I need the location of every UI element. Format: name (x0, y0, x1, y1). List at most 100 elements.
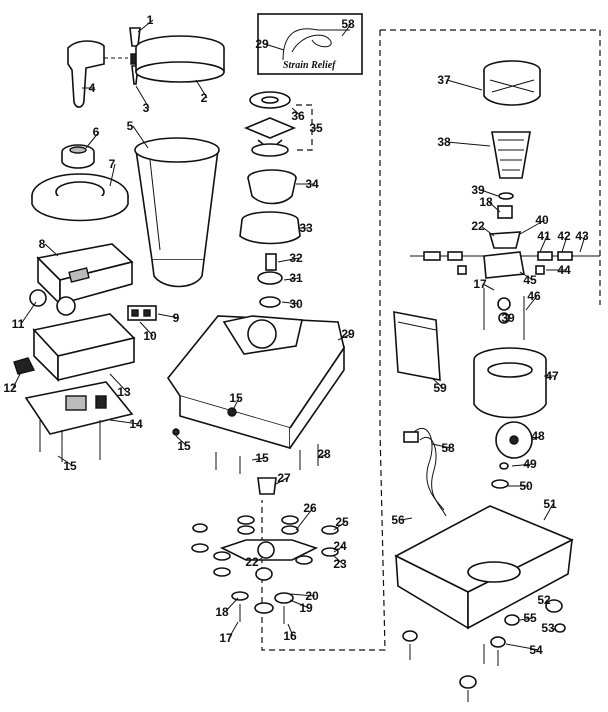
part-number-label: 44 (557, 263, 571, 277)
part-number-label: 41 (537, 229, 551, 243)
callout-leader (545, 599, 548, 607)
callout-leader (539, 235, 548, 253)
callout-leader (277, 257, 300, 263)
callout-leader (135, 85, 150, 109)
callout-leader (289, 593, 316, 597)
callout-leader (561, 235, 568, 253)
part-number-label: 7 (109, 157, 116, 171)
cover-panel (393, 311, 441, 381)
callout-leader (224, 597, 239, 613)
assembly-boundaries (261, 29, 601, 651)
callout-leader (525, 295, 538, 311)
jar-parts (31, 27, 225, 288)
callout-leader (488, 201, 501, 213)
callout-leader (543, 503, 554, 521)
callout-leader (254, 557, 263, 563)
handle (67, 40, 105, 108)
callout-leader (109, 163, 116, 187)
callout-leader (57, 455, 74, 467)
base-and-cord (393, 311, 574, 702)
callout-leader (550, 627, 557, 631)
switch-assembly (13, 243, 157, 462)
callout-leader (333, 555, 344, 565)
part-number-label: 54 (529, 643, 543, 657)
callout-leader (281, 301, 300, 305)
callout-leader (195, 79, 208, 99)
callout-leader (109, 373, 128, 393)
callout-leader (12, 369, 23, 389)
part-number-label: 9 (173, 311, 180, 325)
part-number-label: 47 (545, 369, 559, 383)
part-number-label: 6 (93, 125, 100, 139)
callout-leader (446, 141, 491, 147)
part-number-label: 31 (289, 271, 303, 285)
drive-assembly (191, 515, 339, 624)
part-number-label: 16 (283, 629, 297, 643)
part-number-label: 17 (219, 631, 233, 645)
part-number-label: 36 (291, 109, 305, 123)
part-number-label: 39 (471, 183, 485, 197)
callout-leader (157, 313, 180, 319)
part-number-label: 22 (245, 555, 259, 569)
callout-leader (44, 243, 59, 257)
part-number-label: 3 (143, 101, 150, 115)
callout-leader (333, 545, 344, 553)
part-number-label: 15 (255, 451, 269, 465)
callout-leader (531, 435, 542, 441)
jar (135, 149, 219, 261)
part-number-label: 8 (39, 237, 46, 251)
motor-assembly (410, 60, 600, 489)
part-number-label: 55 (523, 611, 537, 625)
part-number-label: 40 (535, 213, 549, 227)
part-number-label: 59 (433, 381, 447, 395)
armature (491, 131, 531, 179)
callout-leader (251, 457, 266, 461)
callout-leader (287, 623, 294, 637)
callout-leader (511, 463, 534, 467)
callout-leader (175, 435, 188, 447)
callout-leader (20, 301, 37, 325)
part-number-label: 10 (143, 329, 157, 343)
callout-leader (264, 43, 285, 51)
part-number-label: 15 (229, 391, 243, 405)
callout-leader (85, 131, 100, 149)
part-number-label: 15 (177, 439, 191, 453)
part-number-label: 53 (541, 621, 555, 635)
part-number-label: 29 (341, 327, 355, 341)
callout-leader (446, 79, 483, 91)
callout-leader (519, 617, 534, 621)
callout-leader (132, 125, 149, 149)
callout-leader (291, 107, 302, 117)
callout-leader (275, 477, 288, 485)
callout-leader (400, 517, 413, 521)
part-number-label: 42 (557, 229, 571, 243)
part-number-label: 15 (63, 459, 77, 473)
callout-leader (289, 599, 310, 609)
callout-leader (579, 235, 586, 253)
part-number-label: 19 (299, 601, 313, 615)
part-number-label: 30 (289, 297, 303, 311)
part-number-label: 58 (441, 441, 455, 455)
part-number-label: 13 (117, 385, 131, 399)
part-number-label: 22 (471, 219, 485, 233)
part-number-label: 12 (3, 381, 17, 395)
callout-leader (317, 453, 328, 459)
callout-leader (228, 621, 239, 639)
callout-leader (283, 277, 300, 281)
callout-leader (519, 271, 534, 281)
part-number-label: 38 (437, 135, 451, 149)
part-number-label: 46 (527, 289, 541, 303)
callout-leader (431, 377, 444, 389)
part-number-label: 18 (479, 195, 493, 209)
callout-leader (480, 225, 495, 237)
center-assembly (167, 91, 345, 624)
callout-leader (231, 397, 240, 413)
callout-leader (109, 419, 140, 425)
callout-leader (480, 189, 499, 197)
callout-leader (139, 321, 154, 337)
part-number-label: 49 (523, 457, 537, 471)
part-number-label: 32 (289, 251, 303, 265)
part-number-label: 45 (523, 273, 537, 287)
